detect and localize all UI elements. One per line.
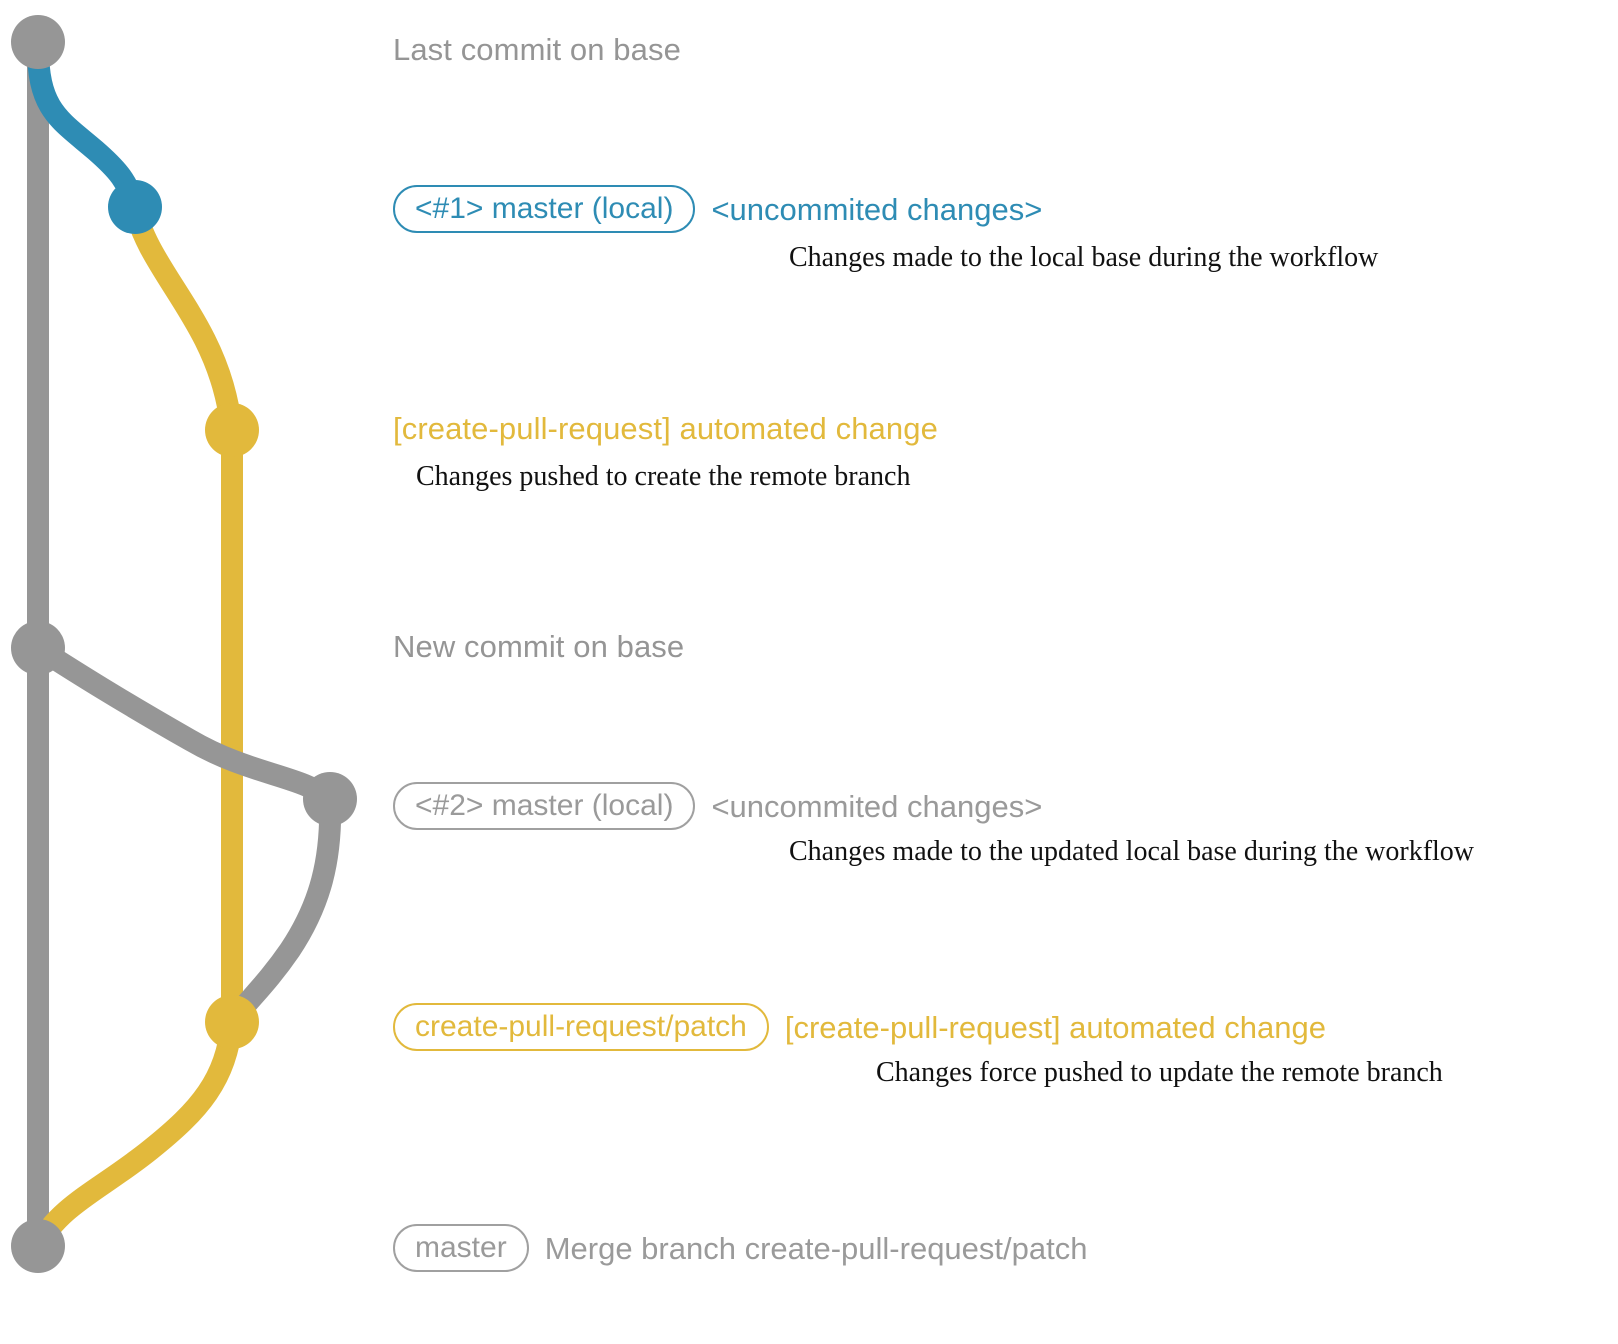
badge-master[interactable]: master bbox=[393, 1224, 529, 1272]
new-commit-headline: New commit on base bbox=[393, 629, 685, 664]
caption-merge: Merge branch create-pull-request/patch bbox=[544, 1230, 1088, 1266]
caption-local-2: <uncommited changes> bbox=[711, 788, 1043, 824]
edge-base-to-local1 bbox=[27, 37, 146, 218]
commit-node-merge bbox=[11, 1219, 65, 1273]
edge-local1-to-patch1 bbox=[124, 196, 243, 441]
last-commit-headline: Last commit on base bbox=[393, 32, 681, 67]
annotation-local-2: <#2> master (local) <uncommited changes> bbox=[393, 782, 1042, 830]
description-local-2: Changes made to the updated local base d… bbox=[789, 836, 1475, 867]
commit-node-local-2 bbox=[303, 772, 357, 826]
annotation-patch-1: [create-pull-request] automated change bbox=[393, 411, 938, 446]
commit-graph bbox=[11, 15, 357, 1273]
description-local-1: Changes made to the local base during th… bbox=[789, 242, 1379, 273]
badge-patch-2[interactable]: create-pull-request/patch bbox=[393, 1003, 769, 1051]
annotation-patch-2: create-pull-request/patch [create-pull-r… bbox=[393, 1003, 1326, 1051]
patch-1-headline: [create-pull-request] automated change bbox=[393, 411, 938, 446]
annotation-local-1: <#1> master (local) <uncommited changes> bbox=[393, 185, 1042, 233]
commit-node-local-1 bbox=[108, 180, 162, 234]
commit-node-patch-1 bbox=[205, 403, 259, 457]
description-patch-2: Changes force pushed to update the remot… bbox=[876, 1057, 1443, 1088]
badge-local-1[interactable]: <#1> master (local) bbox=[393, 185, 696, 233]
badge-local-2[interactable]: <#2> master (local) bbox=[393, 782, 696, 830]
commit-node-base-new bbox=[11, 621, 65, 675]
annotation-merge: master Merge branch create-pull-request/… bbox=[393, 1224, 1087, 1272]
edge-basenew-to-local2 bbox=[27, 637, 341, 810]
edge-patch2-to-merge bbox=[27, 1011, 243, 1257]
commit-node-patch-2 bbox=[205, 995, 259, 1049]
edge-local2-to-patch2 bbox=[221, 788, 342, 1033]
annotation-new-commit: New commit on base bbox=[393, 629, 685, 664]
caption-local-1: <uncommited changes> bbox=[711, 191, 1043, 227]
commit-node-base-top bbox=[11, 15, 65, 69]
annotation-last-commit: Last commit on base bbox=[393, 32, 681, 67]
description-patch-1: Changes pushed to create the remote bran… bbox=[416, 461, 911, 492]
caption-patch-2: [create-pull-request] automated change bbox=[784, 1009, 1326, 1045]
